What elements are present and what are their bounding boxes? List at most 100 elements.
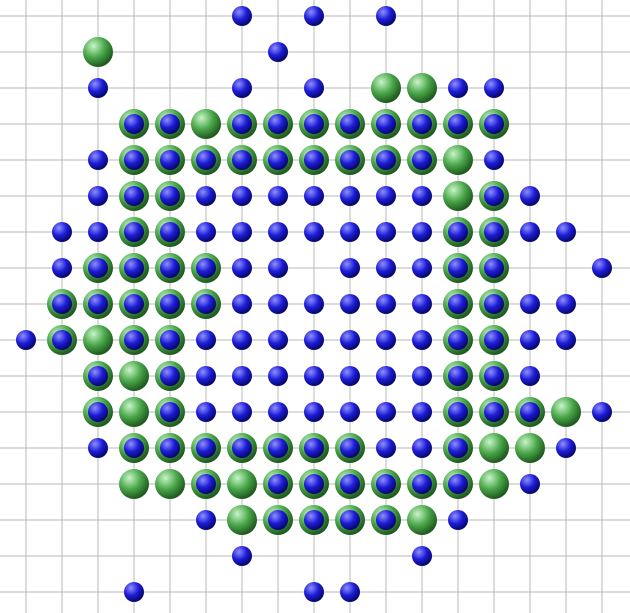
blue-piece[interactable] [412, 402, 432, 422]
green-piece[interactable] [407, 73, 437, 103]
blue-piece[interactable] [196, 402, 216, 422]
green-piece[interactable] [155, 469, 185, 499]
blue-piece[interactable] [88, 294, 108, 314]
blue-piece[interactable] [124, 438, 144, 458]
blue-piece[interactable] [448, 402, 468, 422]
blue-piece[interactable] [484, 114, 504, 134]
blue-piece[interactable] [304, 330, 324, 350]
blue-piece[interactable] [484, 186, 504, 206]
green-piece[interactable] [371, 73, 401, 103]
green-piece[interactable] [443, 145, 473, 175]
blue-piece[interactable] [520, 474, 540, 494]
blue-piece[interactable] [160, 402, 180, 422]
blue-piece[interactable] [304, 474, 324, 494]
green-piece[interactable] [443, 181, 473, 211]
blue-piece[interactable] [232, 438, 252, 458]
blue-piece[interactable] [340, 114, 360, 134]
blue-piece[interactable] [304, 366, 324, 386]
blue-piece[interactable] [376, 402, 396, 422]
blue-piece[interactable] [196, 294, 216, 314]
blue-piece[interactable] [160, 186, 180, 206]
blue-piece[interactable] [376, 258, 396, 278]
blue-piece[interactable] [304, 294, 324, 314]
blue-piece[interactable] [412, 114, 432, 134]
blue-piece[interactable] [412, 546, 432, 566]
blue-piece[interactable] [448, 114, 468, 134]
blue-piece[interactable] [304, 186, 324, 206]
blue-piece[interactable] [304, 6, 324, 26]
blue-piece[interactable] [232, 150, 252, 170]
blue-piece[interactable] [304, 510, 324, 530]
blue-piece[interactable] [160, 150, 180, 170]
blue-piece[interactable] [268, 222, 288, 242]
blue-piece[interactable] [376, 186, 396, 206]
blue-piece[interactable] [232, 186, 252, 206]
green-piece[interactable] [119, 469, 149, 499]
blue-piece[interactable] [88, 402, 108, 422]
blue-piece[interactable] [232, 330, 252, 350]
blue-piece[interactable] [448, 474, 468, 494]
blue-piece[interactable] [52, 330, 72, 350]
blue-piece[interactable] [448, 258, 468, 278]
blue-piece[interactable] [448, 222, 468, 242]
blue-piece[interactable] [268, 294, 288, 314]
blue-piece[interactable] [376, 510, 396, 530]
blue-piece[interactable] [124, 258, 144, 278]
blue-piece[interactable] [412, 294, 432, 314]
green-piece[interactable] [119, 361, 149, 391]
blue-piece[interactable] [232, 78, 252, 98]
blue-piece[interactable] [52, 258, 72, 278]
blue-piece[interactable] [268, 42, 288, 62]
blue-piece[interactable] [376, 114, 396, 134]
blue-piece[interactable] [268, 258, 288, 278]
green-piece[interactable] [407, 505, 437, 535]
blue-piece[interactable] [376, 222, 396, 242]
green-piece[interactable] [227, 469, 257, 499]
blue-piece[interactable] [484, 222, 504, 242]
blue-piece[interactable] [340, 222, 360, 242]
blue-piece[interactable] [88, 222, 108, 242]
blue-piece[interactable] [52, 222, 72, 242]
blue-piece[interactable] [268, 510, 288, 530]
blue-piece[interactable] [196, 150, 216, 170]
blue-piece[interactable] [52, 294, 72, 314]
blue-piece[interactable] [88, 186, 108, 206]
blue-piece[interactable] [340, 150, 360, 170]
blue-piece[interactable] [340, 294, 360, 314]
blue-piece[interactable] [484, 150, 504, 170]
blue-piece[interactable] [556, 330, 576, 350]
blue-piece[interactable] [232, 6, 252, 26]
blue-piece[interactable] [196, 222, 216, 242]
blue-piece[interactable] [376, 150, 396, 170]
blue-piece[interactable] [520, 222, 540, 242]
green-piece[interactable] [83, 37, 113, 67]
blue-piece[interactable] [232, 546, 252, 566]
blue-piece[interactable] [88, 258, 108, 278]
blue-piece[interactable] [448, 510, 468, 530]
blue-piece[interactable] [376, 6, 396, 26]
blue-piece[interactable] [196, 510, 216, 530]
blue-piece[interactable] [88, 366, 108, 386]
blue-piece[interactable] [556, 294, 576, 314]
blue-piece[interactable] [268, 402, 288, 422]
blue-piece[interactable] [88, 438, 108, 458]
blue-piece[interactable] [412, 258, 432, 278]
blue-piece[interactable] [124, 582, 144, 602]
blue-piece[interactable] [304, 402, 324, 422]
blue-piece[interactable] [232, 258, 252, 278]
blue-piece[interactable] [340, 510, 360, 530]
blue-piece[interactable] [160, 438, 180, 458]
green-piece[interactable] [191, 109, 221, 139]
blue-piece[interactable] [196, 366, 216, 386]
blue-piece[interactable] [304, 438, 324, 458]
blue-piece[interactable] [376, 438, 396, 458]
blue-piece[interactable] [340, 186, 360, 206]
blue-piece[interactable] [448, 438, 468, 458]
blue-piece[interactable] [340, 438, 360, 458]
blue-piece[interactable] [592, 258, 612, 278]
blue-piece[interactable] [520, 366, 540, 386]
blue-piece[interactable] [160, 294, 180, 314]
blue-piece[interactable] [376, 474, 396, 494]
blue-piece[interactable] [304, 114, 324, 134]
blue-piece[interactable] [412, 186, 432, 206]
